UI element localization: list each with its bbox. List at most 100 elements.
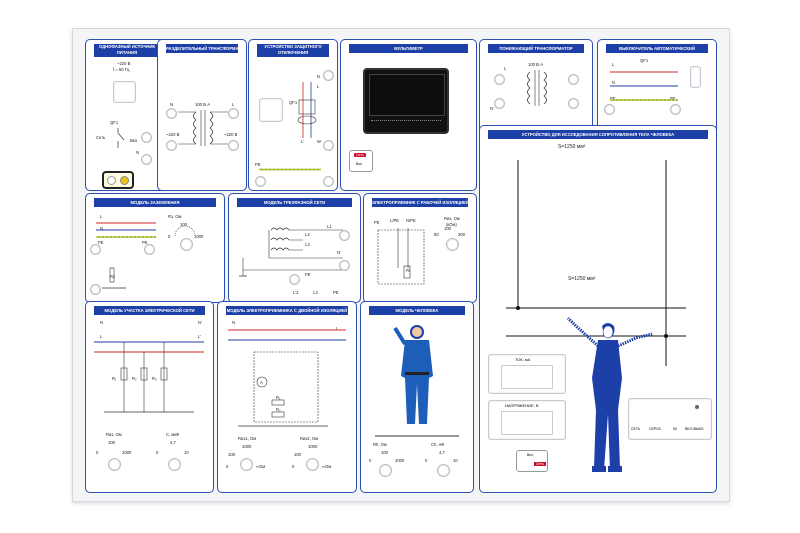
socket[interactable]: [90, 284, 101, 295]
socket[interactable]: [323, 70, 334, 81]
rcd-symbol: [297, 82, 317, 138]
grounding-icon: [120, 176, 129, 185]
k2-tick-0: 100: [294, 452, 301, 457]
test-button-window[interactable]: [259, 98, 283, 122]
breaker-toggle[interactable]: [690, 66, 701, 88]
socket[interactable]: [141, 154, 152, 165]
tick-mid: 100: [444, 226, 451, 231]
status-led: [695, 405, 699, 409]
voltage-display-window: НАПРЯЖЕНИЕ, В: [488, 400, 566, 440]
socket[interactable]: [494, 74, 505, 85]
insulation-1-knob[interactable]: [240, 458, 253, 471]
panel-title: МОДЕЛЬ ТРЕХФАЗНОЙ СЕТИ: [237, 198, 352, 207]
pe-label: PE: [374, 220, 380, 225]
knob-scale: [174, 225, 196, 237]
panel-title: МОДЕЛЬ ЧЕЛОВЕКА: [369, 306, 465, 315]
socket[interactable]: [339, 260, 350, 271]
rh-tick-2: 1000: [395, 458, 405, 463]
l-label: L: [336, 326, 339, 331]
ch-tick-0: 0: [425, 458, 428, 463]
insulation-1-label: Rиз1, Ом: [238, 436, 257, 441]
socket[interactable]: [228, 140, 239, 151]
resistance-knob[interactable]: [446, 238, 459, 251]
power-indicator-window: [113, 81, 136, 103]
breaker-label: QF1: [289, 100, 298, 105]
device-power-button[interactable]: Вкл. Сеть: [516, 450, 548, 472]
socket[interactable]: [144, 244, 155, 255]
l-pe-label: L/PE: [390, 218, 400, 223]
panel-title: УСТРОЙСТВО ЗАЩИТНОГО ОТКЛЮЧЕНИЯ: [257, 44, 329, 57]
c-tick-2: 10: [184, 450, 189, 455]
capacitance-knob[interactable]: [168, 458, 181, 471]
current-display-window: ТОК, мА: [488, 354, 566, 394]
socket[interactable]: [228, 108, 239, 119]
socket[interactable]: [141, 132, 152, 143]
k2-tick-3: ∞Ом: [322, 464, 332, 469]
insulation-2-knob[interactable]: [306, 458, 319, 471]
n-label: N: [100, 226, 104, 231]
pe-label: PE: [610, 96, 616, 101]
insulation-resistance-label: Rиз, Ом: [444, 216, 460, 221]
breaker-label: QF1: [640, 58, 649, 63]
socket[interactable]: [670, 104, 681, 115]
ch-tick-1: 4,7: [439, 450, 445, 455]
socket[interactable]: [289, 274, 300, 285]
l-label: L: [100, 334, 103, 339]
grounding-key-switch[interactable]: [102, 171, 134, 189]
socket[interactable]: [494, 98, 505, 109]
body-resistance-knob[interactable]: [379, 464, 392, 477]
socket[interactable]: [90, 244, 101, 255]
panel-title: ОДНОФАЗНЫЙ ИСТОЧНИК ПИТАНИЯ: [94, 44, 160, 57]
k1-tick-1: 1000: [242, 444, 252, 449]
ground-symbol: [102, 267, 126, 289]
k1-tick-0: 100: [228, 452, 235, 457]
breaker-symbol: [117, 128, 125, 148]
r1-label: R₁: [276, 395, 281, 400]
tick-min: 0: [168, 234, 171, 239]
multimeter-keys[interactable]: [371, 120, 441, 125]
socket[interactable]: [568, 74, 579, 85]
socket[interactable]: [339, 230, 350, 241]
k1-tick-2: 0: [226, 464, 229, 469]
socket[interactable]: [323, 140, 334, 151]
body-capacitance-knob[interactable]: [437, 464, 450, 477]
voltage-label: ~220 В: [117, 61, 131, 66]
n-label: N: [612, 80, 616, 85]
socket[interactable]: [568, 98, 579, 109]
resistance-knob[interactable]: [108, 458, 121, 471]
ri-label: Ri: [406, 268, 410, 273]
network-lines: [94, 341, 204, 413]
panel-title: МУЛЬТИМЕТР: [349, 44, 468, 53]
socket[interactable]: [166, 108, 177, 119]
panel-circuit-breaker: ВЫКЛЮЧАТЕЛЬ АВТОМАТИЧЕСКИЙ QF1 L N PE PE: [597, 39, 717, 133]
w-label: W: [317, 139, 321, 144]
socket[interactable]: [255, 176, 266, 187]
r1-label: R₁: [112, 376, 117, 381]
panel-title: ЭЛЕКТРОПРИЕМНИК С РАБОЧЕЙ ИЗОЛЯЦИЕЙ: [372, 198, 468, 207]
tick-max: 300: [458, 232, 465, 237]
multimeter-power-button[interactable]: Сеть Вкл.: [349, 150, 373, 172]
ground-plate: [375, 435, 459, 437]
bottom-pe-label: PE: [333, 290, 339, 295]
rh-tick-0: 0: [369, 458, 372, 463]
socket[interactable]: [323, 176, 334, 187]
l3-label: L3: [305, 242, 310, 247]
rh-tick-1: 100: [381, 450, 388, 455]
n-label: N': [490, 106, 494, 111]
socket[interactable]: [166, 140, 177, 151]
resistance-knob[interactable]: [180, 238, 193, 251]
panel-title: МОДЕЛЬ УЧАСТКА ЭЛЕКТРИЧЕСКОЙ СЕТИ: [94, 306, 205, 315]
l-label: L: [504, 66, 507, 71]
socket[interactable]: [604, 104, 615, 115]
reset-label: СБРОС: [649, 427, 662, 431]
input-voltage-label: ~220 В: [166, 132, 180, 137]
panel-title: МОДЕЛЬ ЭЛЕКТРОПРИЕМНИКА С ДВОЙНОЙ ИЗОЛЯЦ…: [226, 306, 348, 315]
breaker-label: QF1: [110, 120, 119, 125]
k2-tick-1: 1000: [308, 444, 318, 449]
tick-max: 1000: [194, 234, 204, 239]
on-label: Вкл.: [527, 453, 534, 457]
c-tick-0: 0: [156, 450, 159, 455]
n-label: N: [170, 102, 174, 107]
voltage-label: НАПРЯЖЕНИЕ, В: [505, 403, 539, 408]
n-label: N: [232, 320, 236, 325]
